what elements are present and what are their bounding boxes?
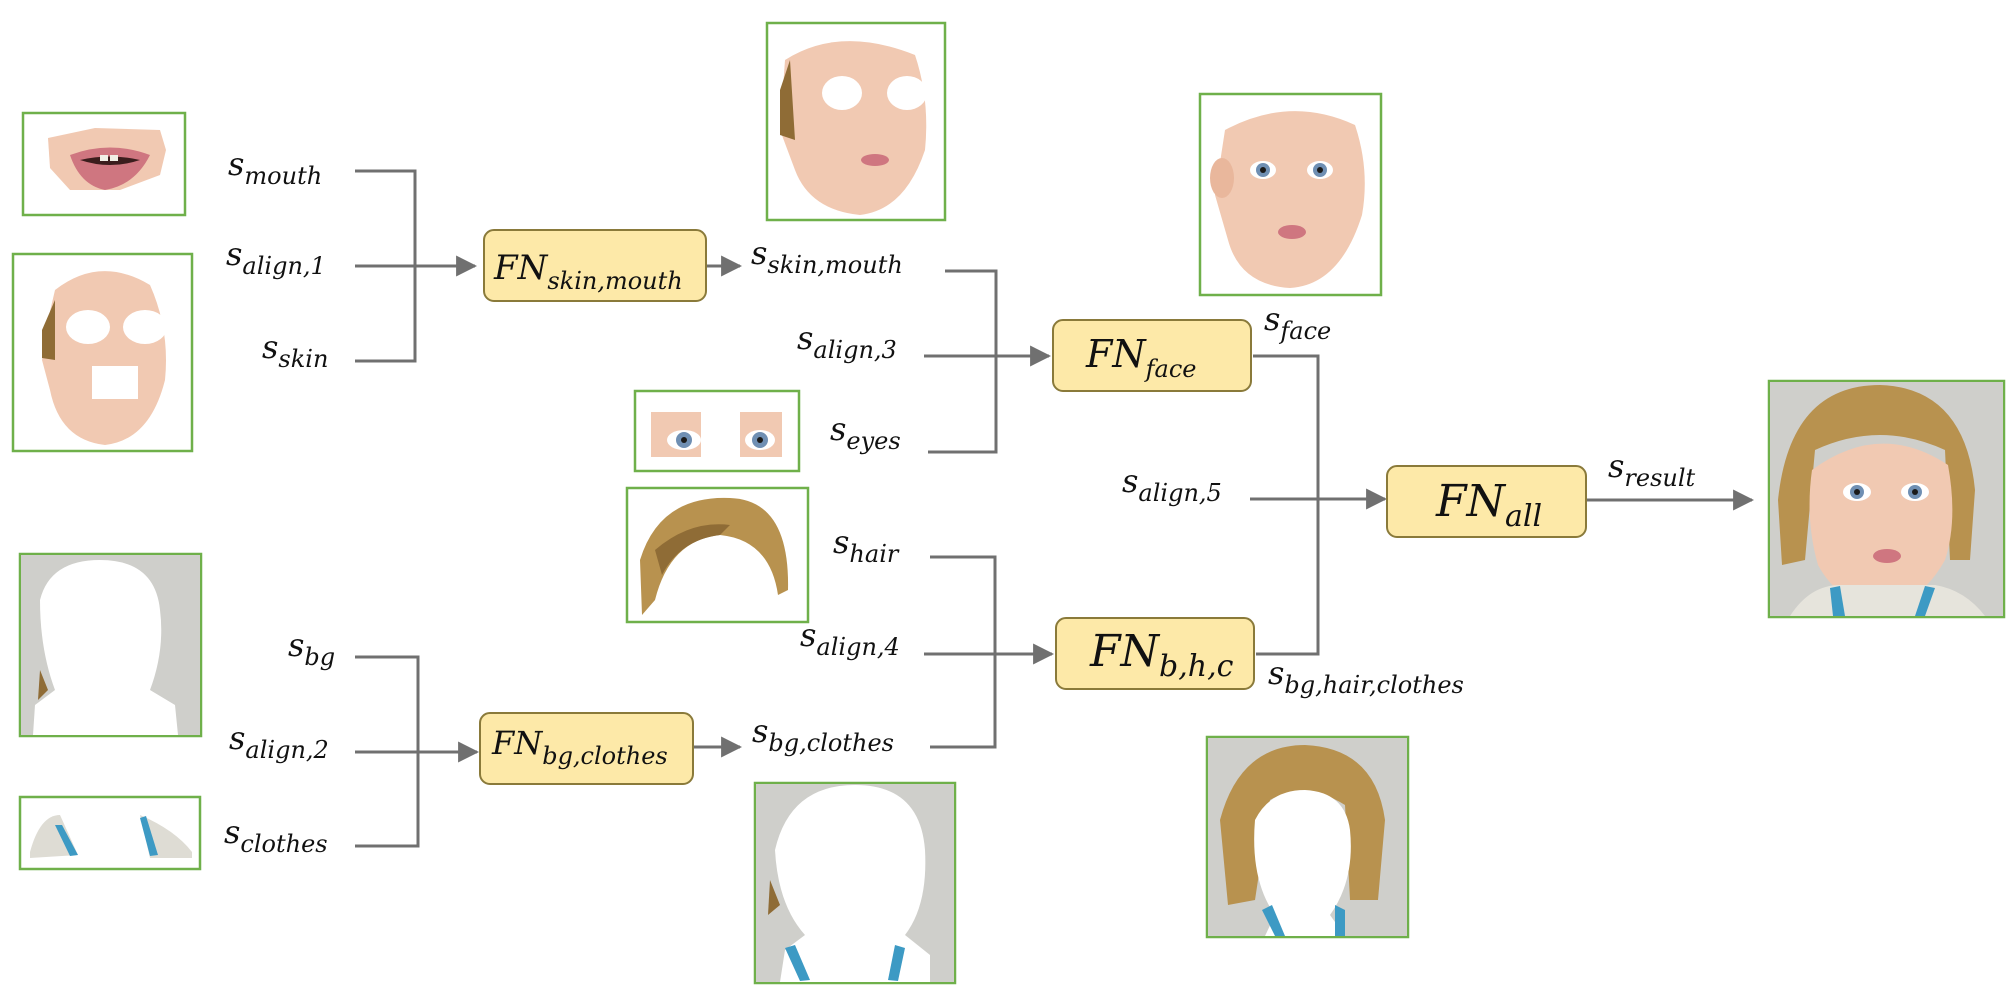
eyes-image — [633, 389, 801, 473]
fn-bhc-base: FN — [1089, 626, 1161, 677]
fn-face-sub: face — [1144, 355, 1197, 383]
label-s-bg: sbg — [288, 626, 335, 671]
result-image — [1767, 379, 2006, 619]
label-s-hair: shair — [833, 523, 900, 568]
label-s-mouth: smouth — [228, 145, 322, 190]
signal-labels: smouth salign,1 sskin sskin,mouth salign… — [224, 145, 1696, 858]
mouth-image — [21, 111, 187, 217]
label-s-face: sface — [1264, 300, 1331, 345]
fn-all-sub: all — [1505, 499, 1542, 534]
fn-face-node: FNface — [1052, 319, 1252, 392]
fn-skin-mouth-node: FNskin,mouth — [483, 229, 707, 302]
fn-bhc-node: FNb,h,c — [1055, 617, 1255, 690]
bg-hair-clothes-image — [1205, 735, 1410, 939]
label-s-bg-hair-clothes: sbg,hair,clothes — [1268, 654, 1464, 699]
connector-lines — [355, 169, 1755, 848]
skin-eyes-holes-image — [765, 21, 947, 222]
label-s-clothes: sclothes — [224, 813, 328, 858]
face-image — [1198, 92, 1383, 297]
background-image — [18, 552, 203, 738]
fn-all-node: FNall — [1386, 465, 1587, 538]
label-s-align5: salign,5 — [1122, 462, 1222, 507]
label-s-eyes: seyes — [830, 410, 901, 455]
clothes-image — [18, 795, 202, 871]
skin-image — [11, 252, 194, 453]
svg-text:FNskin,mouth: FNskin,mouth — [493, 248, 683, 295]
label-s-align3: salign,3 — [797, 319, 897, 364]
label-s-result: sresult — [1608, 447, 1696, 492]
svg-text:FNbg,clothes: FNbg,clothes — [491, 724, 668, 770]
svg-text:FNface: FNface — [1085, 332, 1196, 383]
bg-clothes-image — [753, 781, 957, 985]
hair-image — [625, 486, 810, 624]
fn-bg-clothes-node: FNbg,clothes — [479, 712, 694, 785]
svg-text:FNall: FNall — [1435, 476, 1542, 534]
fn-skin-mouth-sub: skin,mouth — [547, 267, 682, 295]
fn-skin-mouth-base: FN — [493, 248, 549, 288]
label-s-skin-mouth: sskin,mouth — [751, 234, 903, 279]
label-s-align4: salign,4 — [800, 616, 900, 661]
fn-bg-clothes-sub: bg,clothes — [542, 742, 668, 770]
fn-all-base: FN — [1435, 476, 1507, 527]
fn-bhc-sub: b,h,c — [1159, 649, 1234, 684]
label-s-align1: salign,1 — [226, 235, 326, 280]
label-s-skin: sskin — [262, 328, 328, 373]
label-s-align2: salign,2 — [229, 719, 329, 764]
fn-bg-clothes-base: FN — [491, 724, 543, 762]
label-s-bg-clothes: sbg,clothes — [752, 712, 894, 757]
svg-text:FNb,h,c: FNb,h,c — [1089, 626, 1234, 684]
fn-face-base: FN — [1085, 332, 1147, 376]
